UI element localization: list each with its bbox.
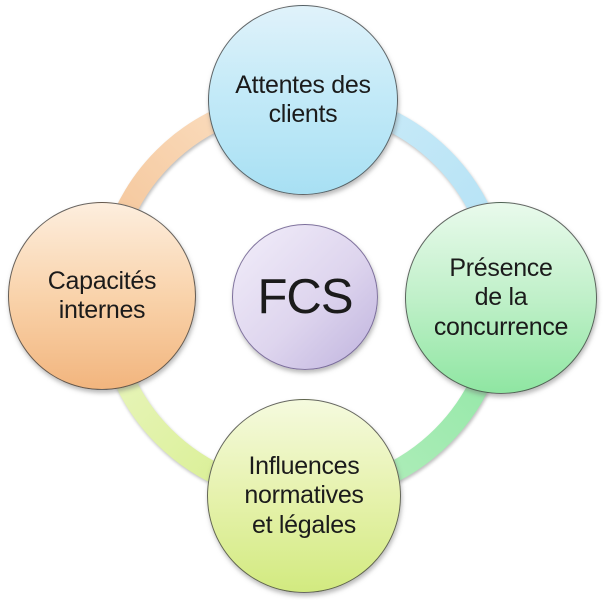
node-label: Influences normatives et légales bbox=[244, 451, 364, 539]
node-label: Capacités internes bbox=[47, 266, 157, 325]
node-fcs-center: FCS bbox=[232, 224, 378, 370]
node-presence-de-la-concurrence: Présence de la concurrence bbox=[405, 202, 597, 394]
node-attentes-des-clients: Attentes des clients bbox=[208, 5, 398, 195]
node-influences-normatives-et-legales: Influences normatives et légales bbox=[207, 399, 401, 593]
node-label: Présence de la concurrence bbox=[433, 253, 569, 341]
center-label: FCS bbox=[257, 269, 354, 324]
node-capacites-internes: Capacités internes bbox=[8, 202, 196, 390]
node-label: Attentes des clients bbox=[235, 70, 371, 129]
